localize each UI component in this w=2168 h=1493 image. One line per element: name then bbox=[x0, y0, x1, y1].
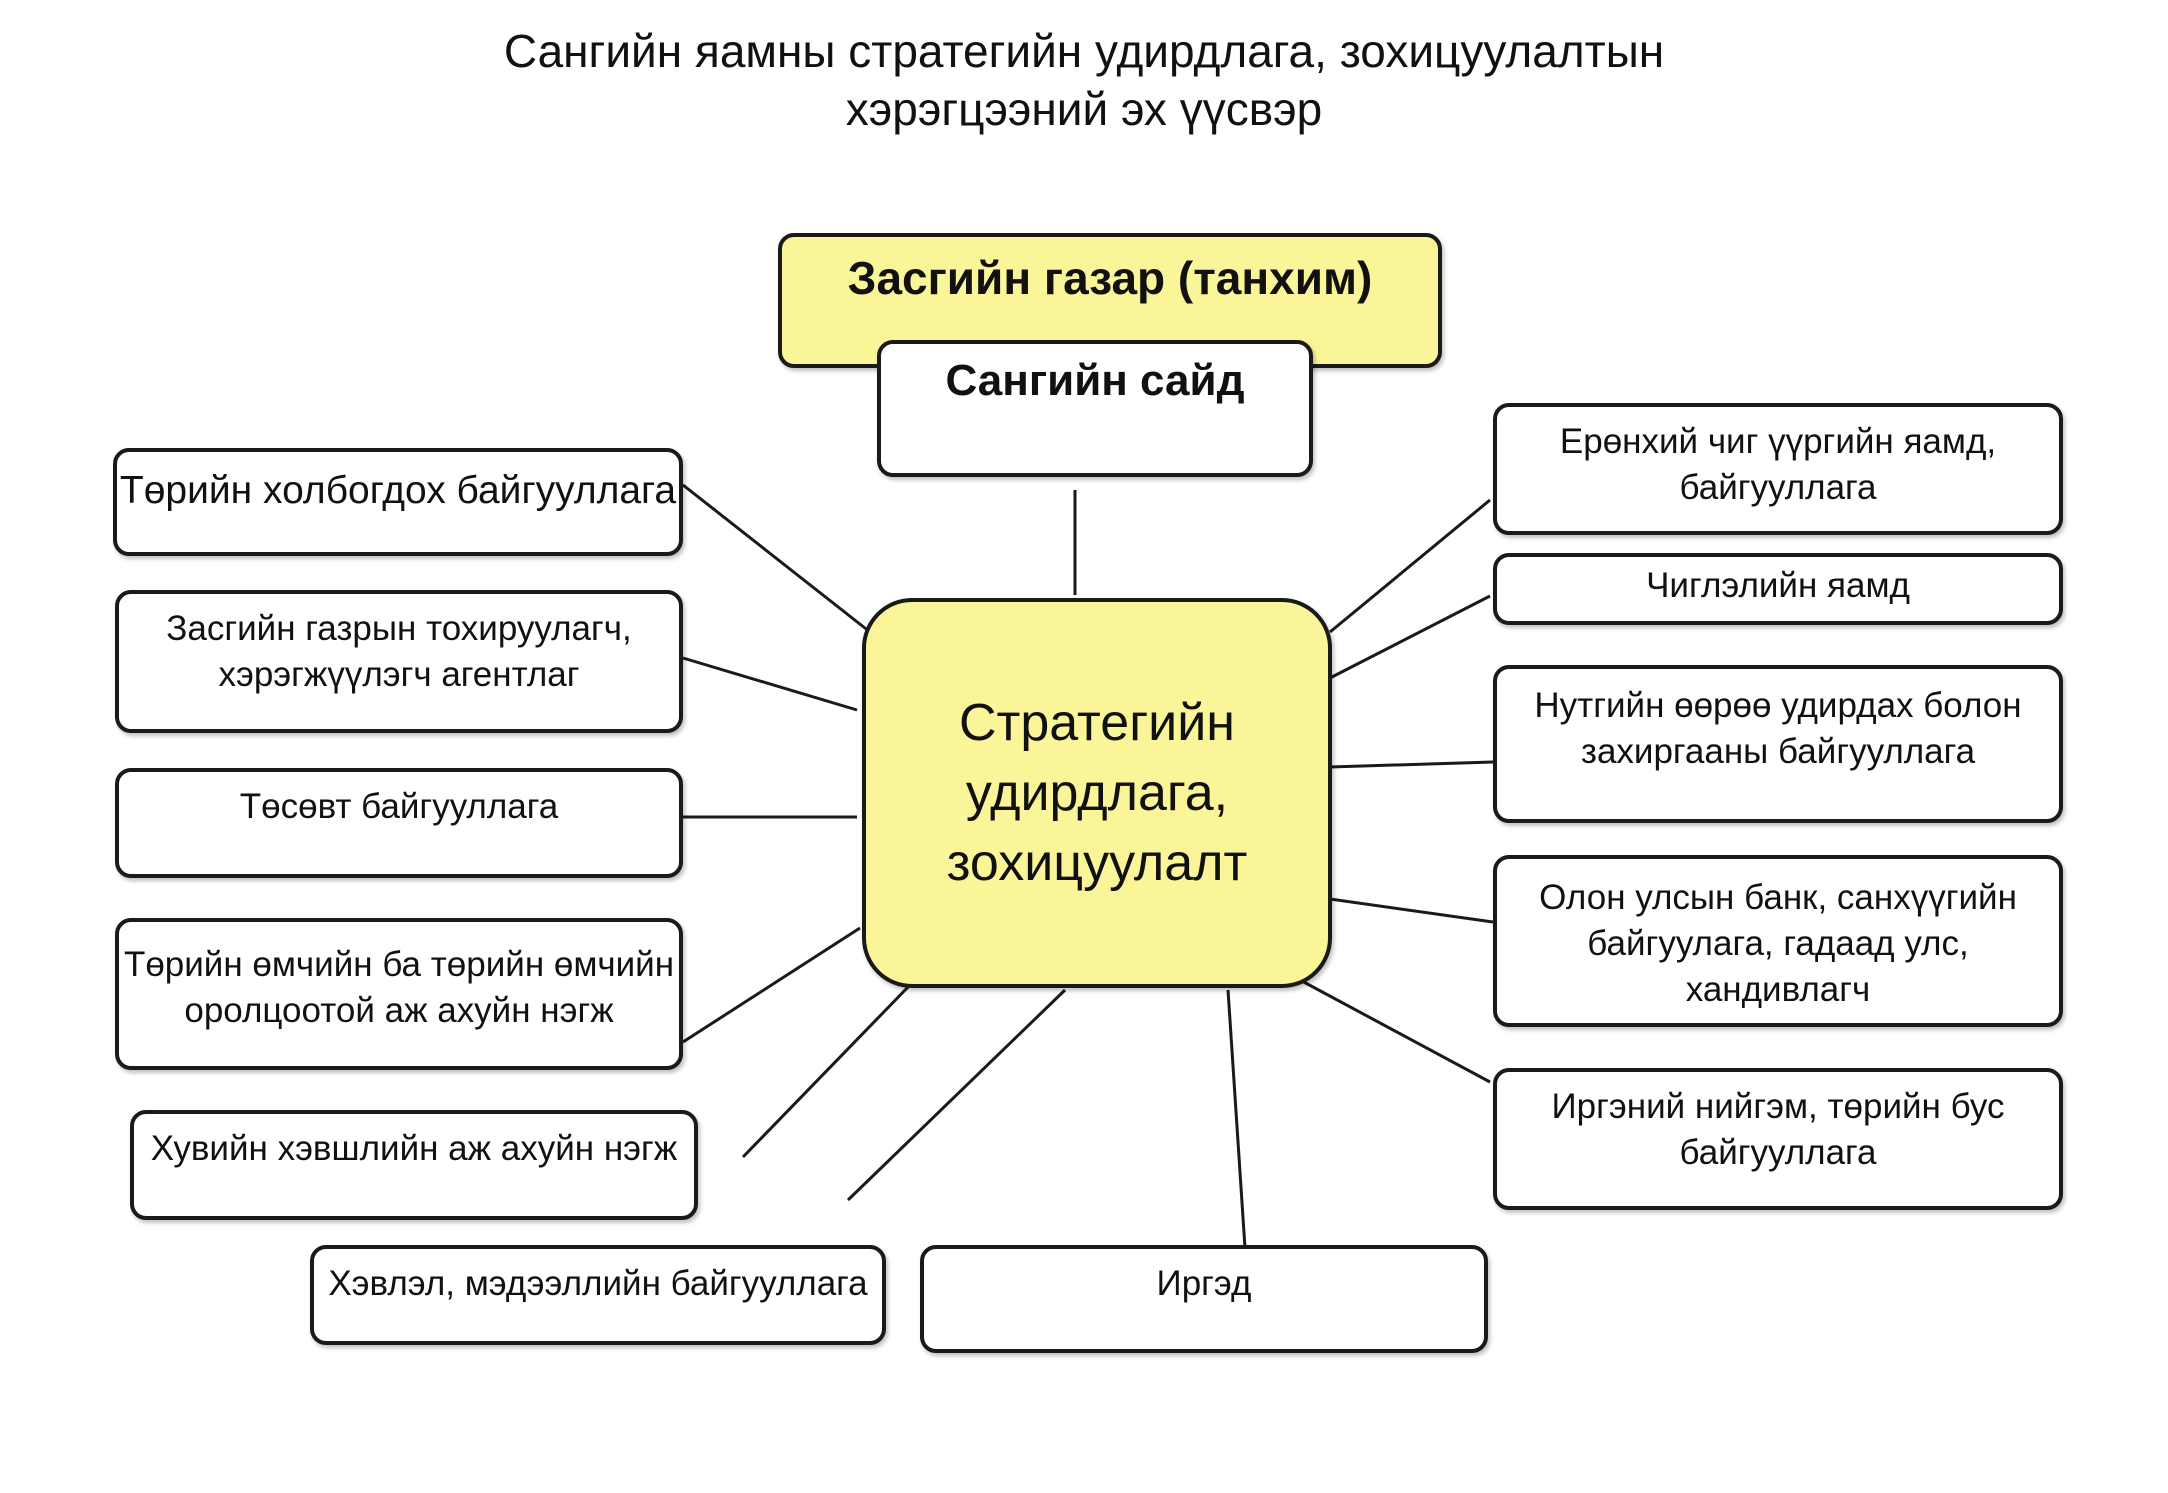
agency-line-2: хэрэгжүүлэгч агентлаг bbox=[218, 655, 580, 694]
connector-civil bbox=[1299, 978, 1491, 1084]
civil-box: Иргэний нийгэм, төрийн бус байгууллага bbox=[1493, 1068, 2063, 1210]
state-org-label: Төрийн холбогдох байгууллага bbox=[119, 469, 677, 512]
connector-private bbox=[741, 983, 912, 1159]
sector-ministry-label: Чиглэлийн яамд bbox=[1646, 566, 1910, 605]
strategic-management-box: Стратегийн удирдлага, зохицуулалт bbox=[862, 598, 1332, 988]
title-line-2: хэрэгцээний эх үүсвэр bbox=[845, 83, 1323, 135]
connector-local-gov bbox=[1329, 760, 1494, 769]
sector-ministry-box: Чиглэлийн яамд bbox=[1493, 553, 2063, 625]
minister-box: Сангийн сайд bbox=[877, 340, 1313, 477]
budget-org-box: Төсөвт байгууллага bbox=[115, 768, 683, 878]
private-box: Хувийн хэвшлийн аж ахуйн нэгж bbox=[130, 1110, 698, 1220]
local-gov-line-1: Нутгийн өөрөө удирдах болон bbox=[1534, 686, 2022, 725]
civil-line-1: Иргэний нийгэм, төрийн бус bbox=[1551, 1087, 2005, 1126]
state-owned-line-1: Төрийн өмчийн ба төрийн өмчийн bbox=[123, 945, 675, 984]
state-org-box: Төрийн холбогдох байгууллага bbox=[113, 448, 683, 556]
agency-box: Засгийн газрын тохируулагч, хэрэгжүүлэгч… bbox=[115, 590, 683, 733]
general-ministry-box: Ерөнхий чиг үүргийн яамд, байгууллага bbox=[1493, 403, 2063, 535]
connector-citizens bbox=[1226, 989, 1247, 1249]
media-label: Хэвлэл, мэдээллийн байгууллага bbox=[328, 1264, 868, 1303]
page-title: Сангийн яамны стратегийн удирдлага, зохи… bbox=[0, 22, 2168, 138]
connector-sector-ministry bbox=[1329, 594, 1491, 680]
citizens-label: Иргэд bbox=[1156, 1264, 1252, 1303]
intl-box: Олон улсын банк, санхүүгийн байгуулага, … bbox=[1493, 855, 2063, 1027]
budget-org-label: Төсөвт байгууллага bbox=[239, 787, 559, 826]
agency-line-1: Засгийн газрын тохируулагч, bbox=[166, 609, 632, 648]
center-line-2: удирдлага, bbox=[965, 764, 1229, 822]
center-line-3: зохицуулалт bbox=[946, 834, 1248, 892]
connector-agency bbox=[682, 656, 858, 712]
state-owned-box: Төрийн өмчийн ба төрийн өмчийн оролцоото… bbox=[115, 918, 683, 1070]
private-label: Хувийн хэвшлийн аж ахуйн нэгж bbox=[150, 1129, 678, 1168]
connector-state-org bbox=[682, 483, 871, 634]
minister-label: Сангийн сайд bbox=[945, 356, 1245, 405]
connector-state-owned bbox=[682, 926, 861, 1044]
state-owned-line-2: оролцоотой аж ахуйн нэгж bbox=[184, 991, 614, 1030]
citizens-box: Иргэд bbox=[920, 1245, 1488, 1353]
connector-intl bbox=[1329, 897, 1494, 924]
center-line-1: Стратегийн bbox=[958, 694, 1235, 752]
cabinet-label: Засгийн газар (танхим) bbox=[847, 252, 1373, 304]
general-ministry-line-2: байгууллага bbox=[1679, 468, 1877, 507]
connector-general-ministry bbox=[1329, 498, 1491, 634]
general-ministry-line-1: Ерөнхий чиг үүргийн яамд, bbox=[1559, 422, 1997, 461]
connector-media bbox=[846, 988, 1067, 1202]
local-gov-line-2: захиргааны байгууллага bbox=[1580, 732, 1976, 771]
media-box: Хэвлэл, мэдээллийн байгууллага bbox=[310, 1245, 886, 1345]
intl-line-1: Олон улсын банк, санхүүгийн bbox=[1539, 878, 2017, 917]
intl-line-2: байгуулага, гадаад улс, хандивлагч bbox=[1587, 924, 1969, 1009]
civil-line-2: байгууллага bbox=[1679, 1133, 1877, 1172]
title-line-1: Сангийн яамны стратегийн удирдлага, зохи… bbox=[503, 25, 1665, 77]
local-gov-box: Нутгийн өөрөө удирдах болон захиргааны б… bbox=[1493, 665, 2063, 823]
